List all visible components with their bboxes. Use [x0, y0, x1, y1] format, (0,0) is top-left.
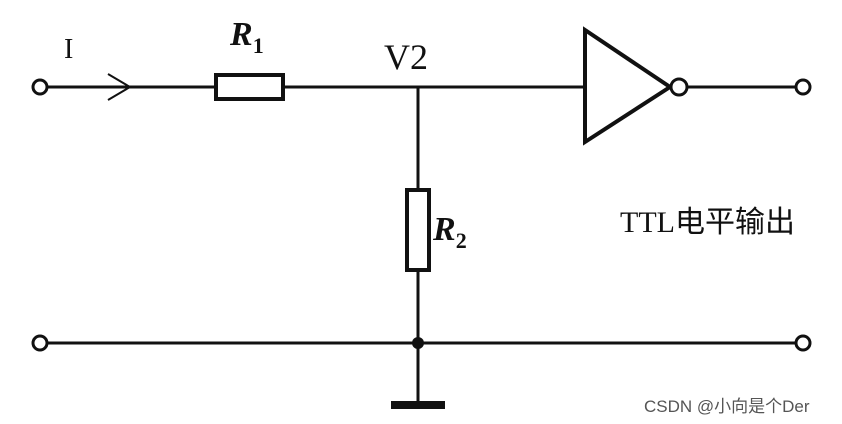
inverter-gate — [583, 26, 674, 146]
inverter-bubble — [669, 77, 689, 97]
r2-label: R2 — [432, 211, 467, 253]
node-v2-label: V2 — [384, 37, 428, 77]
resistor-r1 — [214, 73, 285, 101]
r1-label-main: R — [229, 16, 253, 53]
terminal-output-top — [794, 78, 812, 96]
ground-symbol — [391, 401, 445, 409]
watermark-text: CSDN @小向是个Der — [644, 397, 810, 416]
resistor-r2 — [405, 188, 431, 272]
terminal-output-bottom — [794, 334, 812, 352]
current-arrow — [107, 73, 132, 101]
r2-label-main: R — [432, 211, 456, 248]
output-label: TTL电平输出 — [620, 206, 795, 239]
current-label: I — [64, 34, 73, 65]
r1-label: R1 — [229, 16, 264, 58]
terminal-input-bottom — [31, 334, 49, 352]
terminal-input-top — [31, 78, 49, 96]
r1-label-sub: 1 — [253, 33, 264, 58]
r2-label-sub: 2 — [456, 228, 467, 253]
